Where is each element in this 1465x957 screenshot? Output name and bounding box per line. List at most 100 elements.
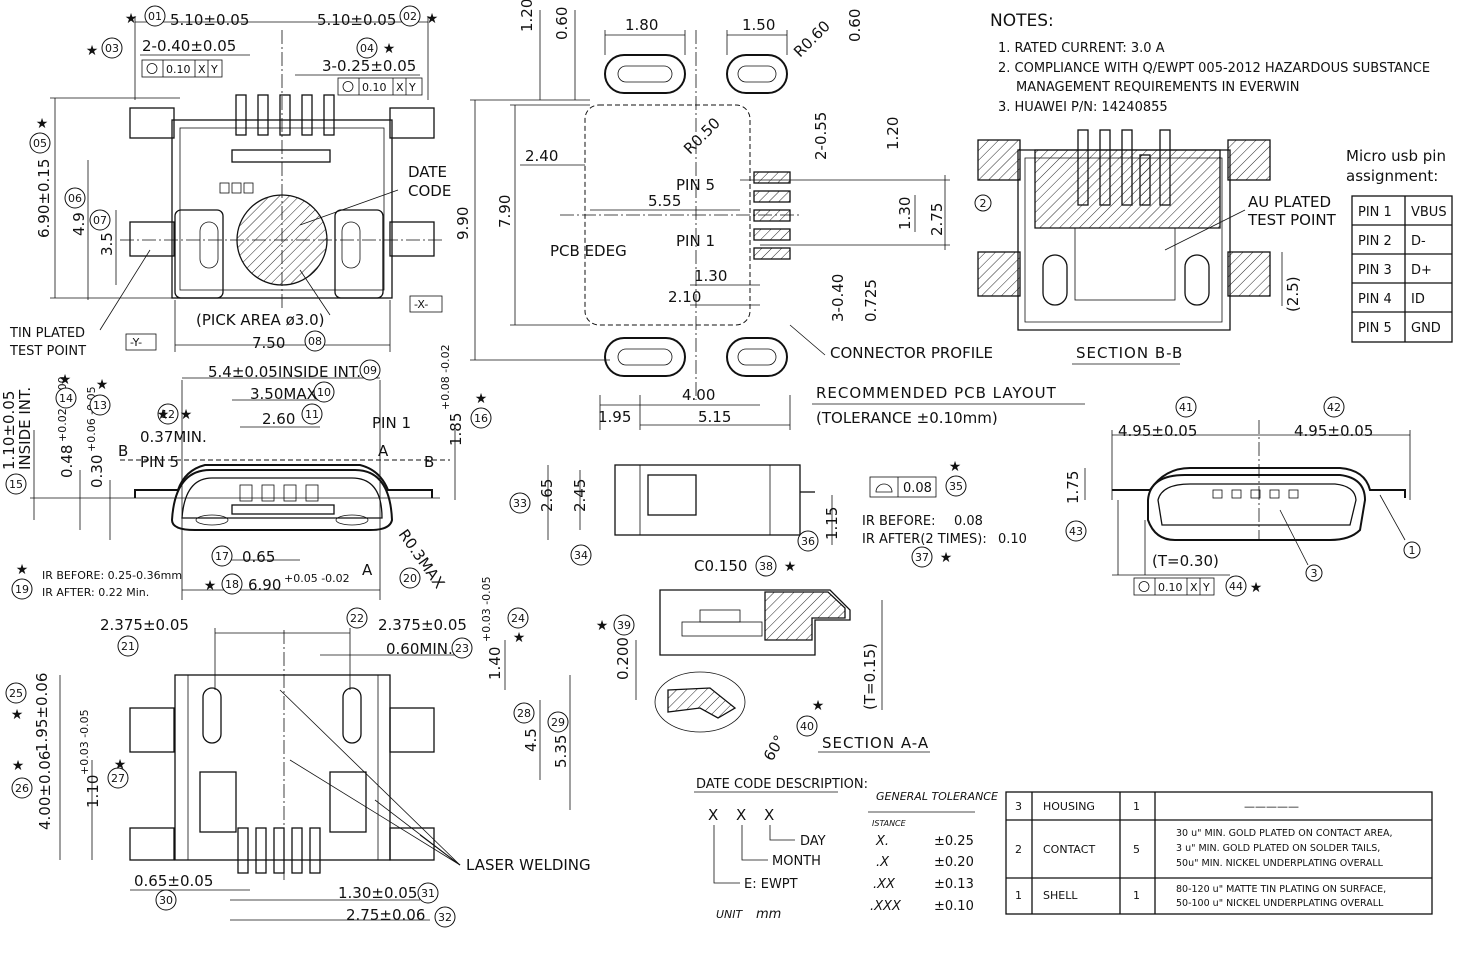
bom-no: 3 <box>1015 800 1022 813</box>
section-mark-a-top: A <box>378 442 389 460</box>
star-marker: ★ <box>59 372 72 388</box>
note-3: 3. HUAWEI P/N: 14240855 <box>998 100 1168 115</box>
balloon-marker: 39 <box>613 614 635 636</box>
pcb-dim-060b: 0.60 <box>846 9 864 42</box>
dim-05: 6.90±0.15 <box>35 159 53 238</box>
end-tol-value: 0.10 <box>1158 581 1183 594</box>
star-marker: ★ <box>36 116 49 132</box>
balloon-marker: 28 <box>513 702 535 724</box>
balloon-marker: 14 <box>55 387 77 409</box>
section-mark-b-right: B <box>424 453 434 471</box>
side-ir-before: IR BEFORE: <box>862 514 935 529</box>
bom-spec: 30 u" MIN. GOLD PLATED ON CONTACT AREA, <box>1176 828 1393 839</box>
balloon-label: 33 <box>513 497 527 510</box>
balloon-label: 25 <box>9 687 23 700</box>
dim-24: 1.40 <box>486 647 504 680</box>
dim-10: 3.50MAX. <box>250 385 322 403</box>
balloon-marker: 08 <box>304 330 326 352</box>
pin-table-subtitle: assignment: <box>1346 167 1438 185</box>
balloon-label: 14 <box>59 392 73 405</box>
star-marker: ★ <box>596 618 609 634</box>
balloon-label: 31 <box>421 887 435 900</box>
tin-plated-label-2: TEST POINT <box>9 344 86 359</box>
side-ir-after-value: 0.10 <box>998 532 1027 547</box>
dim-23: 0.60MIN. <box>386 640 453 658</box>
balloon-marker: 20 <box>399 567 421 589</box>
end-tol-datum1: X <box>1190 581 1198 594</box>
dim-01: 5.10±0.05 <box>170 11 249 29</box>
svg-text:2: 2 <box>980 197 987 210</box>
balloon-label: 04 <box>360 42 374 55</box>
balloon-label: 24 <box>511 612 525 625</box>
pin-cell: PIN 5 <box>1358 321 1392 336</box>
balloon-marker: 36 <box>797 530 819 552</box>
balloon-marker: 18 <box>221 573 243 595</box>
balloon-label: 43 <box>1069 525 1083 538</box>
note-2b: MANAGEMENT REQUIREMENTS IN EVERWIN <box>1016 80 1300 95</box>
star-marker: ★ <box>11 707 24 723</box>
dim-08: 7.50 <box>252 334 285 352</box>
note-2: 2. COMPLIANCE WITH Q/EWPT 005-2012 HAZAR… <box>998 61 1430 76</box>
pin-table-title: Micro usb pin <box>1346 147 1446 165</box>
balloon-marker: 41 <box>1175 396 1197 418</box>
dim-43: 1.75 <box>1064 471 1082 504</box>
balloon-marker: 11 <box>301 403 323 425</box>
dim-21: 2.375±0.05 <box>100 616 189 634</box>
balloon-label: 40 <box>800 720 814 733</box>
side-ir-after: IR AFTER(2 TIMES): <box>862 532 987 547</box>
pcb-dim-2055: 2-0.55 <box>812 112 830 160</box>
date-code-x3: X <box>764 806 774 824</box>
section-bb-view: (2.5) AU PLATED TEST POINT SECTION B-B <box>977 129 1337 365</box>
dim-28: 4.5 <box>522 728 540 752</box>
balloon-label: 39 <box>617 619 631 632</box>
balloon-label: 27 <box>111 772 125 785</box>
star-marker: ★ <box>784 559 797 575</box>
gen-tol-key: .XX <box>873 877 896 892</box>
pcb-edge-label: PCB EDEG <box>550 242 627 260</box>
balloon-marker: 09 <box>359 359 381 381</box>
balloon-marker: 27 <box>107 767 129 789</box>
dim-11: 2.60 <box>262 410 295 428</box>
date-code-x2: X <box>736 806 746 824</box>
dim-16-tol: +0.08 -0.02 <box>439 344 452 410</box>
dim-32: 2.75±0.06 <box>346 906 425 924</box>
dim-27: 1.10 <box>84 775 102 808</box>
pick-area-label: (PICK AREA ø3.0) <box>196 311 324 329</box>
dim-22: 2.375±0.05 <box>378 616 467 634</box>
star-marker: ★ <box>157 407 170 423</box>
star-marker: ★ <box>513 630 526 646</box>
balloon-marker: 04 <box>356 37 378 59</box>
balloon-marker: 19 <box>11 578 33 600</box>
tol-frame-a-datum2: Y <box>210 63 218 76</box>
dim-15b: INSIDE INT. <box>16 387 34 470</box>
balloon-marker: 42 <box>1323 396 1345 418</box>
ir-before-text: IR BEFORE: 0.25-0.36mm <box>42 569 182 582</box>
pin-name-cell: GND <box>1411 321 1441 336</box>
balloon-marker: 16 <box>470 407 492 429</box>
datum-x: -X- <box>414 298 428 311</box>
pin-name-cell: D- <box>1411 234 1426 249</box>
angle-60: 60° <box>760 732 789 764</box>
balloon-label: 41 <box>1179 401 1193 414</box>
balloon-marker: 40 <box>796 715 818 737</box>
end-view: 4.95±0.05 4.95±0.05 1.75 (T=0.30) 0.10 X… <box>1064 420 1411 596</box>
part-balloon: 2 <box>974 194 992 212</box>
balloon-marker: 21 <box>117 635 139 657</box>
balloon-marker: 38 <box>755 555 777 577</box>
balloon-marker: 06 <box>64 187 86 209</box>
pcb-layout-view: 1.20 0.60 1.80 1.50 R0.60 0.60 2.40 R0.5… <box>454 0 1085 430</box>
bom-spec: 80-120 u" MATTE TIN PLATING ON SURFACE, <box>1176 884 1386 895</box>
balloon-marker: 31 <box>417 882 439 904</box>
balloon-label: 36 <box>801 535 815 548</box>
pin-assignment-table: Micro usb pin assignment: PIN 1 VBUS PIN… <box>1346 147 1453 343</box>
dim-17: 0.65 <box>242 548 275 566</box>
datum-y: -Y- <box>130 336 142 349</box>
balloon-label: 10 <box>317 386 331 399</box>
balloon-marker: 22 <box>346 607 368 629</box>
pin-name-cell: D+ <box>1411 263 1432 278</box>
balloon-marker: 07 <box>89 209 111 231</box>
pcb-dim-210: 2.10 <box>668 288 701 306</box>
date-code-year: E: EWPT <box>744 877 798 892</box>
balloon-label: 19 <box>15 583 29 596</box>
